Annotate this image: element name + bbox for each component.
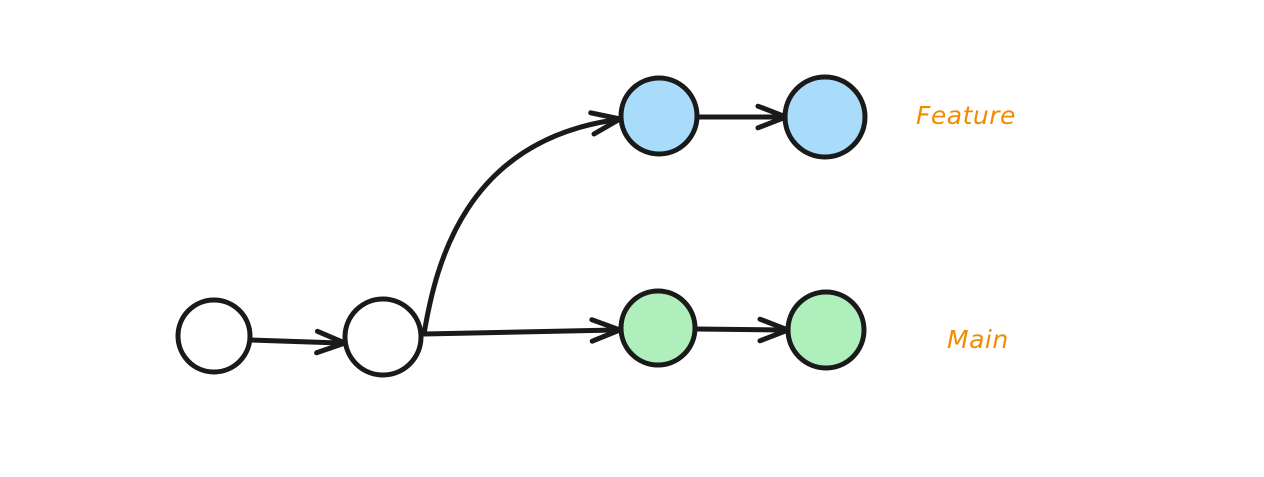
branch-label-main: Main [947, 325, 1009, 354]
commit-node-base-2[interactable] [342, 296, 424, 378]
edge-branch-to-feature-line [421, 117, 617, 337]
commit-node-feature-2[interactable] [782, 74, 868, 160]
branch-label-feature: Feature [916, 101, 1016, 130]
edge-branch-to-main-line [421, 327, 618, 337]
commit-node-main-1[interactable] [618, 288, 698, 368]
edge-main-1-to-main-2-line [693, 326, 785, 333]
edge-base-1-to-base-2-line [248, 337, 343, 346]
commit-node-main-2[interactable] [785, 289, 867, 371]
nodes-layer [175, 74, 868, 378]
commit-node-feature-1[interactable] [618, 75, 700, 157]
commit-node-base-1[interactable] [175, 297, 253, 375]
